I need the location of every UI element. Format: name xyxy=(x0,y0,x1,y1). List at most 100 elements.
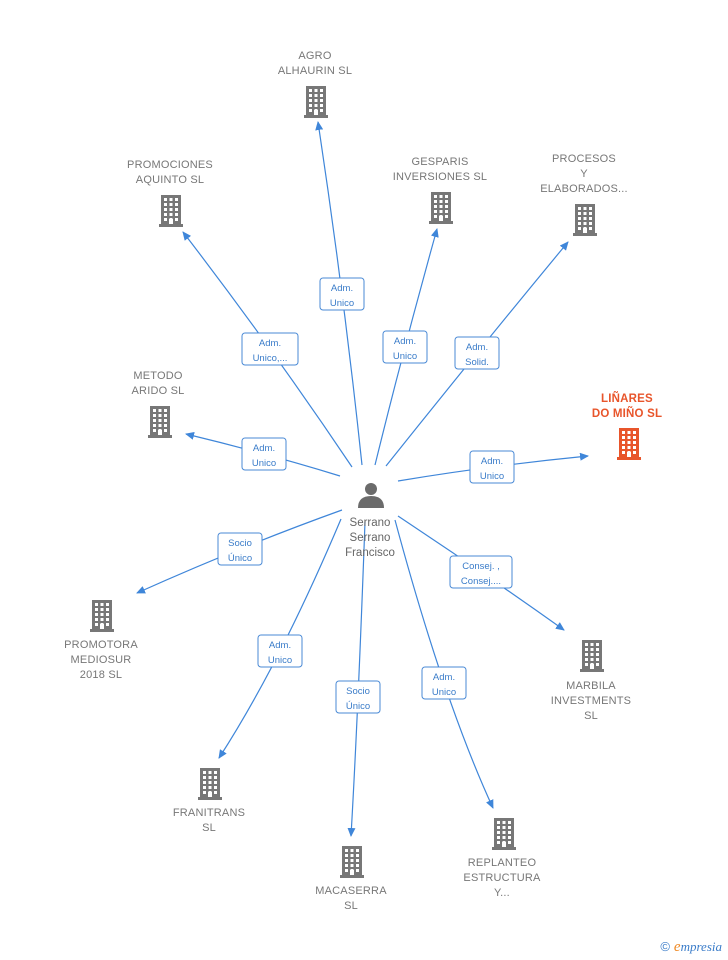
edge-label-line: Unico xyxy=(268,655,292,666)
edge-label-line: Unico xyxy=(330,298,354,309)
building-icon[interactable] xyxy=(580,640,604,672)
company-name: PROCESOS Y ELABORADOS... xyxy=(540,153,628,195)
company-node-gesparis[interactable]: GESPARIS INVERSIONES SL xyxy=(393,156,488,224)
company-name-line: ARIDO SL xyxy=(132,385,185,397)
edge-label-box[interactable] xyxy=(319,277,365,311)
edge-promociones: Adm. Unico,... xyxy=(182,231,353,468)
building-icon[interactable] xyxy=(340,846,364,878)
edge-label-box[interactable] xyxy=(335,680,381,714)
building-icon[interactable] xyxy=(617,428,641,460)
company-node-metodo[interactable]: METODO ARIDO SL xyxy=(132,370,185,438)
edge-label: Adm.Unico xyxy=(252,443,276,469)
edge-line xyxy=(347,521,366,837)
edge-procesos: Adm. Solid. xyxy=(385,241,569,467)
company-name-line: INVESTMENTS xyxy=(551,695,631,707)
building-icon[interactable] xyxy=(198,768,222,800)
edge-label-box[interactable] xyxy=(421,666,467,700)
edge-label: Adm.Unico xyxy=(393,336,417,362)
edge-label-line: Unico xyxy=(393,351,417,362)
building-icon[interactable] xyxy=(573,204,597,236)
copyright-brand: ©empresia xyxy=(660,939,722,956)
building-icon[interactable] xyxy=(429,192,453,224)
edge-label: Adm. Unico xyxy=(480,456,504,482)
company-name-line: SL xyxy=(584,710,598,722)
brand-initial: e xyxy=(673,939,681,955)
edge-label-box[interactable] xyxy=(454,336,500,370)
brand-name: mpresia xyxy=(680,939,722,954)
company-name-line: REPLANTEO xyxy=(468,857,537,869)
company-node-macaserra[interactable]: MACASERRA SL xyxy=(315,846,387,912)
edge-agro: Adm. Unico xyxy=(315,121,365,466)
company-name-line: MACASERRA xyxy=(315,885,387,897)
company-node-procesos[interactable]: PROCESOS Y ELABORADOS... xyxy=(540,153,628,236)
edge-label-box[interactable] xyxy=(257,634,303,668)
company-name-line: MEDIOSUR xyxy=(71,654,132,666)
building-icon[interactable] xyxy=(90,600,114,632)
edge-label-line: Socio xyxy=(228,538,252,549)
company-name-line: AGRO xyxy=(298,50,331,62)
edge-label-box[interactable] xyxy=(449,555,513,589)
edge-linares: Adm. Unico xyxy=(397,450,589,484)
person-name-line: Serrano xyxy=(350,532,391,544)
edge-label-line: Solid. xyxy=(465,357,489,368)
edge-label-line: Adm. xyxy=(269,640,291,651)
company-name: MACASERRA SL xyxy=(315,885,387,912)
company-name-line: SL xyxy=(344,900,358,912)
edge-gesparis: Adm.Unico xyxy=(374,228,439,466)
company-name-line: LIÑARES xyxy=(601,392,653,405)
company-name-line: FRANITRANS xyxy=(173,807,245,819)
person-name-line: Francisco xyxy=(345,547,395,559)
edge-label-line: Adm. xyxy=(433,672,455,683)
edge-label-box[interactable] xyxy=(241,332,299,366)
building-icon[interactable] xyxy=(492,818,516,850)
building-icon[interactable] xyxy=(148,406,172,438)
copyright-symbol: © xyxy=(660,939,670,954)
edge-label-line: Adm. xyxy=(331,283,353,294)
company-name-line: Y xyxy=(580,168,588,180)
edge-label-box[interactable] xyxy=(382,330,428,364)
company-name-line: ELABORADOS... xyxy=(540,183,628,195)
edge-label: Consej. ,Consej.... xyxy=(461,561,501,587)
edge-label: Adm.Unico,... xyxy=(253,338,288,364)
edge-label: Adm. Unico xyxy=(330,283,354,309)
edge-label-box[interactable] xyxy=(217,532,263,566)
company-name-line: AQUINTO SL xyxy=(136,174,204,186)
company-name: GESPARIS INVERSIONES SL xyxy=(393,156,488,183)
company-name-line: INVERSIONES SL xyxy=(393,171,488,183)
person-icon[interactable] xyxy=(358,483,384,508)
edge-label-line: Adm. xyxy=(253,443,275,454)
company-name-line: PROCESOS xyxy=(552,153,616,165)
building-icon[interactable] xyxy=(304,86,328,118)
edge-franitrans: Adm. Unico xyxy=(218,518,342,759)
building-icon[interactable] xyxy=(159,195,183,227)
company-name-line: GESPARIS xyxy=(411,156,468,168)
edge-label-line: Unico,... xyxy=(253,353,288,364)
edge-label-line: Adm. xyxy=(466,342,488,353)
edge-label: Adm. Solid. xyxy=(465,342,489,368)
edge-label-line: Consej.... xyxy=(461,576,501,587)
edge-label-line: Adm. xyxy=(481,456,503,467)
edge-label-box[interactable] xyxy=(469,450,515,484)
edge-replanteo: Adm.Unico xyxy=(394,519,494,809)
edge-marbila: Consej. ,Consej.... xyxy=(397,515,565,631)
edge-label-line: Unico xyxy=(480,471,504,482)
edge-label-box[interactable] xyxy=(241,437,287,471)
company-name-line: METODO xyxy=(133,370,183,382)
